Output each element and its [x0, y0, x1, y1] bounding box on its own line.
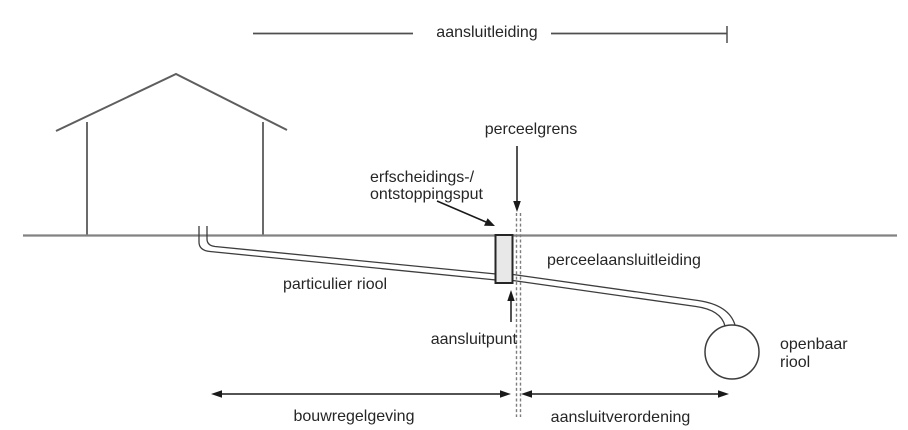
connection-pipe-top-line [512, 273, 736, 326]
chamber-pointer-arrow [436, 200, 495, 226]
house-roof [55, 72, 288, 132]
label-perceelaansluitleiding: perceelaansluitleiding [547, 252, 701, 269]
label-erfscheidingsput-line2: ontstoppingsput [370, 186, 483, 203]
parcel-connection-pipe [512, 273, 736, 327]
private-pipe-top-line [206, 226, 497, 275]
label-aansluitleiding: aansluitleiding [436, 24, 538, 41]
label-openbaar-riool-line2: riool [780, 354, 811, 371]
arrowhead-right-icon [718, 390, 729, 398]
connection-pipe-bottom-line [512, 279, 726, 327]
aansluitleiding-dimension-line [253, 26, 728, 43]
label-bouwregelgeving: bouwregelgeving [293, 408, 415, 425]
arrowhead-downright-icon [484, 218, 495, 226]
label-erfscheidingsput-line1: erfscheidings-/ [370, 169, 475, 186]
parcel-boundary-line [515, 213, 522, 417]
label-particulier-riool: particulier riool [283, 276, 388, 293]
label-aansluitverordening: aansluitverordening [550, 409, 691, 426]
public-sewer-circle [704, 324, 760, 380]
arrowhead-down-icon [513, 201, 521, 212]
inspection-chamber [494, 234, 514, 284]
aansluitpunt-arrow [507, 290, 515, 322]
label-openbaar-riool-line1: openbaar [780, 336, 848, 353]
bouwregelgeving-span-arrow [211, 390, 511, 398]
private-sewer-pipe [198, 226, 497, 281]
label-perceelgrens: perceelgrens [484, 121, 578, 138]
arrowhead-left-icon [211, 390, 222, 398]
house-outline [55, 72, 288, 235]
arrowhead-left-icon [521, 390, 532, 398]
label-openbaar-riool: openbaar riool [780, 336, 848, 372]
label-aansluitpunt: aansluitpunt [430, 331, 517, 348]
arrowhead-right-icon [500, 390, 511, 398]
label-erfscheidingsput: erfscheidings-/ ontstoppingsput [370, 169, 483, 203]
private-pipe-bottom-line [198, 226, 497, 281]
perceelgrens-arrow [513, 146, 521, 212]
arrowhead-up-icon [507, 290, 515, 301]
aansluitverordening-span-arrow [521, 390, 729, 398]
